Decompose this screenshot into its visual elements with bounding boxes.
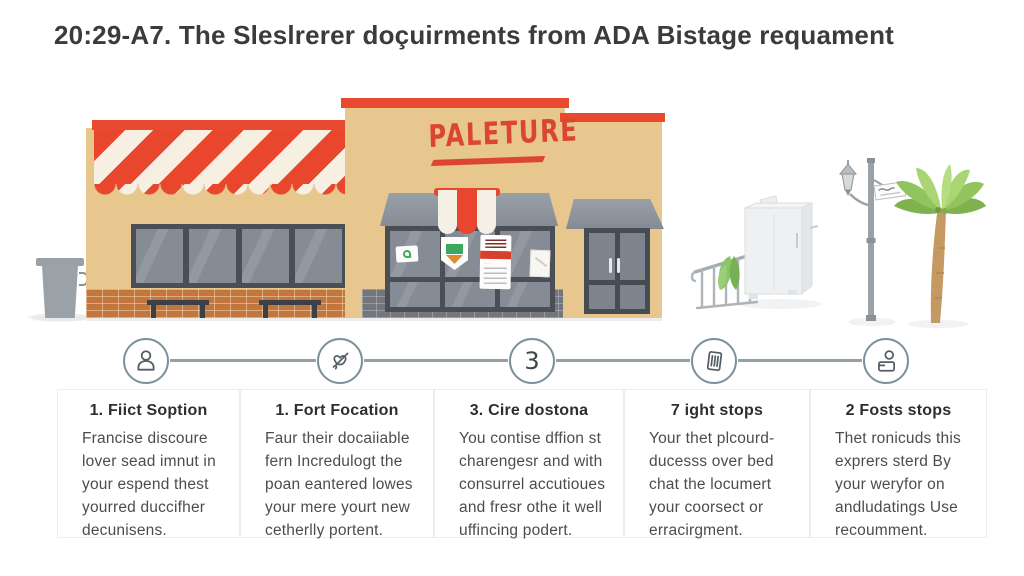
roof-coping-center (341, 98, 569, 108)
street-lamp-icon (838, 158, 885, 321)
step-title: 3. Cire dostona (469, 402, 589, 419)
roof-coping-right (560, 113, 665, 122)
step-circle-4 (691, 338, 737, 384)
step-cell-2: 1. Fort Focation Faur their docaiiable f… (240, 389, 434, 539)
step-title: 1. Fort Focation (275, 402, 399, 419)
trash-can-body (42, 266, 78, 318)
timeline-connector (738, 359, 862, 362)
step-circle-5 (863, 338, 909, 384)
id-badge-icon (878, 350, 895, 372)
door-handle (617, 258, 620, 273)
plant-icon (718, 256, 740, 290)
roof-coping-left (92, 120, 360, 130)
receipt-icon (706, 351, 723, 372)
step-title: 2 Fosts stops (845, 402, 952, 419)
step-body: Your thet plcourd-ducesss over bed chat … (649, 430, 775, 539)
window-pane (136, 229, 183, 283)
window-poster (395, 245, 419, 263)
step-title: 1. Fiict Soption (89, 402, 208, 419)
trash-can-icon (36, 258, 84, 266)
person-icon (137, 350, 155, 371)
timeline-connector (364, 359, 508, 362)
awning-scallops (94, 184, 358, 195)
step-cell-5: 2 Fosts stops Thet ronicuds this exprers… (810, 389, 987, 539)
timeline-connector (556, 359, 690, 362)
store-sign: PALETURE (428, 112, 579, 155)
window-pane (189, 229, 236, 283)
step-body: Faur their docaiiable fern Incredulogt t… (265, 430, 413, 539)
step-body: Francise discoure lover sead imnut in yo… (82, 430, 216, 539)
bench-icon (147, 300, 209, 318)
ground-shadow (86, 318, 662, 321)
step-body: You contise dffion st charengesr and wit… (459, 430, 606, 539)
awning-center-stripes (438, 190, 496, 234)
step-circle-3: 3 (509, 338, 555, 384)
timeline-connector (170, 359, 316, 362)
step-title: 7 ight stops (670, 402, 764, 419)
door-pane (619, 233, 645, 280)
step-body: Thet ronicuds this exprers sterd By your… (835, 430, 961, 539)
window-pane (242, 229, 289, 283)
step-cell-4: 7 ight stops Your thet plcourd-ducesss o… (624, 389, 810, 539)
door-pane (589, 284, 615, 309)
bench-icon (259, 300, 321, 318)
street-scene (690, 158, 986, 328)
step-number: 3 (524, 347, 540, 375)
window-pane (295, 229, 342, 283)
step-circle-2 (317, 338, 363, 384)
glass-pane (390, 281, 440, 307)
wall-sign (529, 249, 551, 278)
door-awning (566, 199, 664, 229)
door-pane (619, 284, 645, 309)
door-handle (609, 258, 612, 273)
palm-tree-icon (894, 164, 986, 323)
step-cell-1: 1. Fiict Soption Francise discoure lover… (57, 389, 240, 539)
step-circle-1 (123, 338, 169, 384)
page-title: 20:29-A7. The Sleslrerer doçuirments fro… (54, 20, 895, 50)
scribble-heart-icon (332, 352, 349, 370)
cabinet-icon (744, 195, 819, 299)
street-sign-icon (873, 181, 907, 201)
storefront-windows (131, 224, 347, 288)
striped-awning (94, 130, 358, 184)
window-flyer-poster (479, 234, 512, 290)
step-cell-3: 3. Cire dostona You contise dffion st ch… (434, 389, 624, 539)
